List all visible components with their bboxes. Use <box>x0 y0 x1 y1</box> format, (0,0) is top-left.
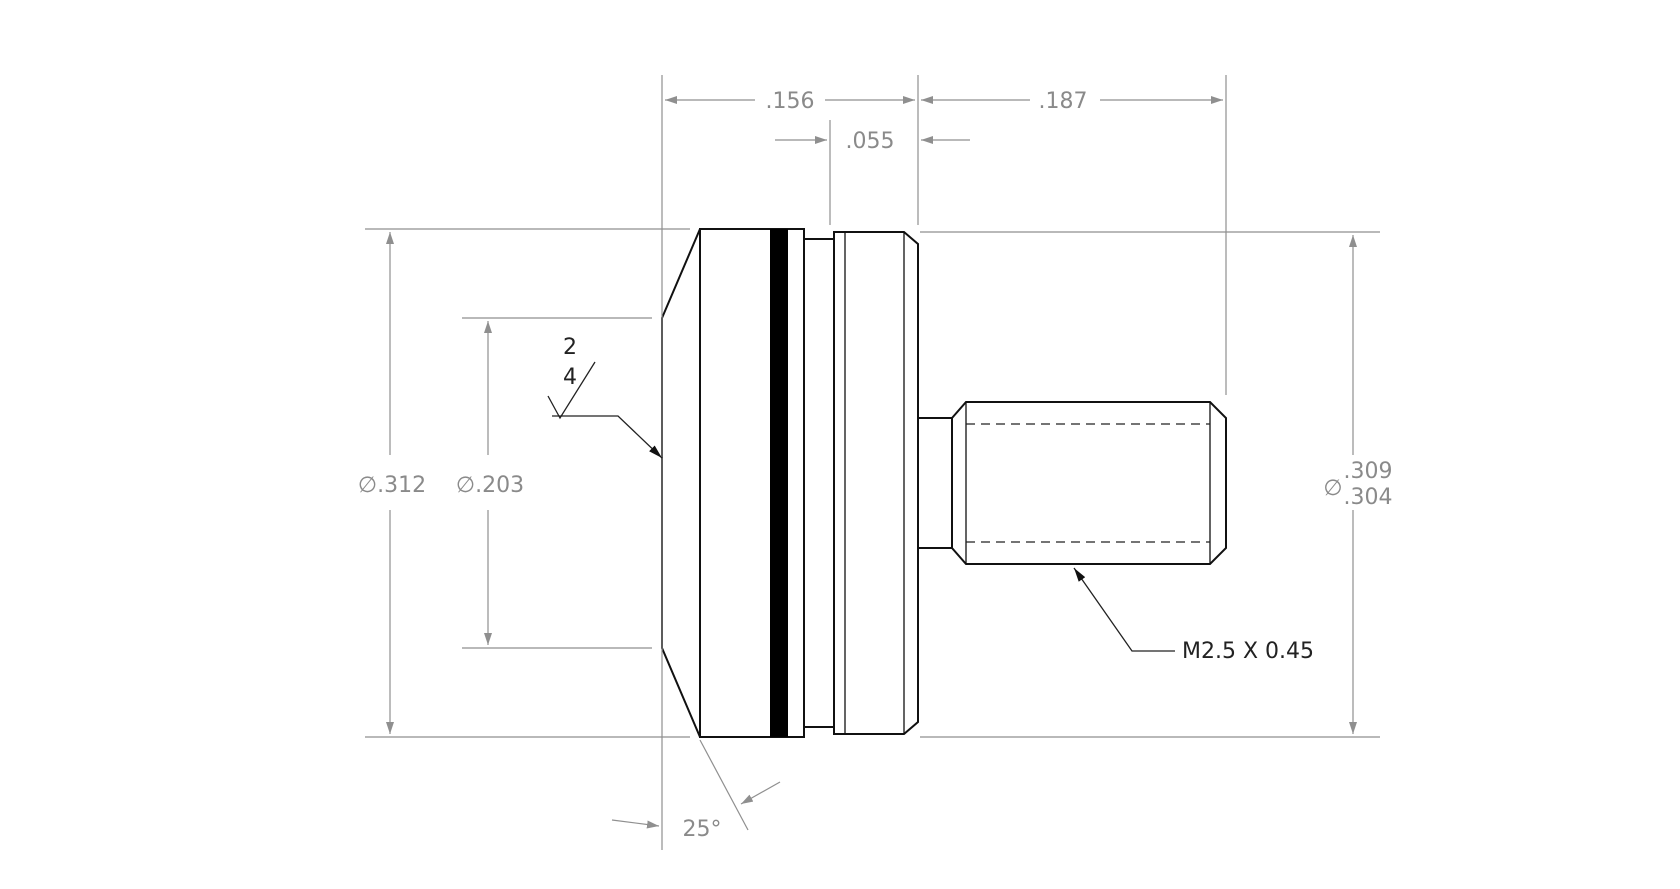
dimension-angle-25: 25° <box>611 781 781 842</box>
dimension-dia-312: ∅.312 <box>358 232 426 734</box>
dimension-dia-203: ∅.203 <box>456 321 524 645</box>
thread-note: M2.5 X 0.45 <box>1073 567 1314 664</box>
relief-neck <box>803 238 835 728</box>
finish-bottom-value: 4 <box>563 365 577 390</box>
dimension-187: .187 <box>921 89 1223 114</box>
finish-top-value: 2 <box>563 335 577 360</box>
threaded-stud <box>951 401 1227 565</box>
dim-length-stud: .187 <box>1039 89 1088 114</box>
dim-chamfer-angle: 25° <box>683 817 722 842</box>
dim-length-flange-knurl: .156 <box>766 89 815 114</box>
thread-leader <box>1073 567 1175 652</box>
thread-callout: M2.5 X 0.45 <box>1182 639 1314 664</box>
knurl-section <box>833 231 919 735</box>
flange-cylinder <box>699 228 805 738</box>
flange-body <box>661 228 701 738</box>
dim-dia-overall: ∅.312 <box>358 473 426 498</box>
dimension-156: .156 <box>665 89 915 114</box>
dimension-dia-309-304: ∅ .309 .304 <box>1323 235 1392 734</box>
stud-neck <box>917 417 953 549</box>
dim-dia-face: ∅.203 <box>456 473 524 498</box>
dim-dia-max: .309 <box>1344 459 1393 484</box>
groove-band <box>770 229 788 737</box>
part-outline <box>661 228 1227 738</box>
surface-finish-note: 2 4 <box>547 335 663 459</box>
dimension-055: .055 <box>775 129 970 154</box>
finish-leader <box>552 415 663 459</box>
dim-length-knurl: .055 <box>846 129 895 154</box>
dim-dia-symbol: ∅ <box>1323 476 1342 501</box>
finish-symbol <box>547 361 596 420</box>
dim-dia-min: .304 <box>1344 485 1393 510</box>
extension-lines <box>365 75 1380 850</box>
